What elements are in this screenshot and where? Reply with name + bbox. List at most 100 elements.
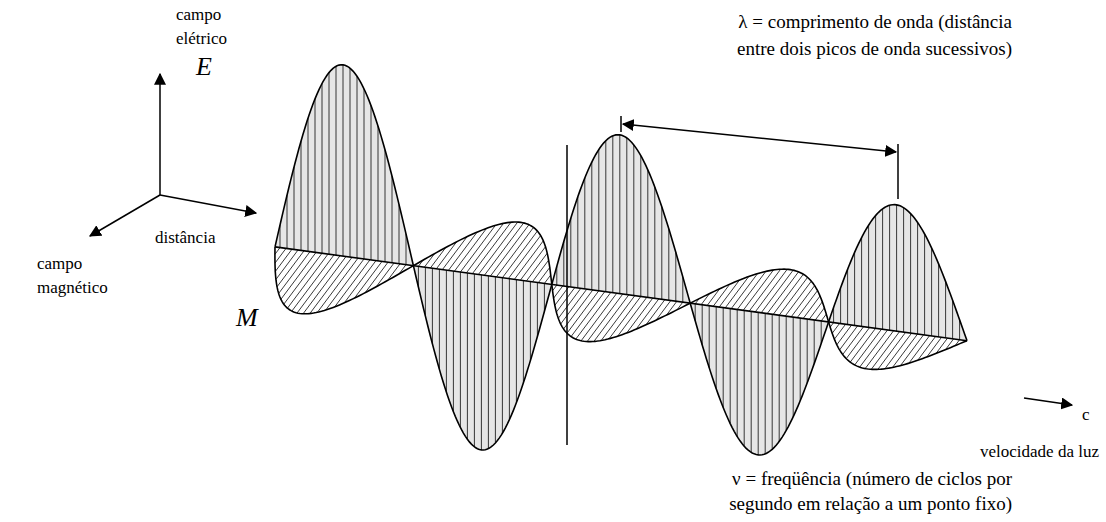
electric-hatch	[765, 313, 766, 454]
electric-curve	[413, 266, 551, 450]
electric-hatch	[460, 272, 461, 427]
electric-hatch	[800, 318, 801, 401]
electric-hatch	[385, 150, 386, 262]
wave-lobes	[275, 65, 967, 455]
electric-hatch	[661, 207, 662, 299]
wavelength-bracket	[623, 124, 896, 152]
electric-hatch	[350, 68, 351, 257]
electric-hatch	[786, 316, 787, 430]
magnetic-hatch	[544, 275, 550, 283]
magnetic-hatch	[834, 324, 845, 339]
electric-hatch	[467, 273, 468, 439]
magnetic-hatch	[508, 236, 540, 279]
electric-hatch	[315, 99, 316, 252]
electric-hatch	[294, 167, 295, 249]
magnetic-hatch	[601, 296, 635, 341]
magnetic-axis	[90, 195, 160, 236]
electric-hatch	[530, 282, 531, 361]
magnetic-hatch	[344, 261, 376, 303]
electric-hatch	[357, 76, 358, 258]
electric-hatch	[758, 312, 759, 455]
magnetic-hatch	[850, 328, 875, 362]
electric-hatch	[654, 187, 655, 298]
magnetic-hatch	[430, 248, 445, 268]
electric-hatch	[488, 276, 489, 449]
wavelength-note: λ = comprimento de onda (distância entre…	[735, 8, 1012, 62]
magnetic-hatch	[275, 248, 286, 263]
magnetic-hatch	[276, 250, 298, 279]
electric-hatch	[861, 238, 862, 327]
propagation-arrow	[1024, 398, 1072, 405]
electric-hatch	[495, 277, 496, 443]
wave-lobe	[413, 222, 551, 450]
magnetic-hatch	[561, 289, 587, 324]
magnetic-hatch	[365, 262, 388, 292]
electric-hatch	[439, 269, 440, 369]
electric-hatch	[896, 205, 897, 331]
distance-axis	[160, 195, 256, 213]
magnetic-hatch	[520, 247, 545, 280]
electric-hatch	[584, 178, 585, 289]
magnetic-hatch	[571, 292, 605, 337]
magnetic-hatch	[791, 286, 814, 317]
electric-hatch	[716, 307, 717, 389]
magnetic-hatch	[755, 269, 787, 312]
magnetic-hatch	[310, 257, 352, 313]
electric-hatch	[647, 170, 648, 298]
electric-hatch	[730, 309, 731, 424]
electric-hatch	[793, 317, 794, 417]
magnetic-hatch	[576, 292, 611, 339]
magnetic-hatch	[526, 253, 547, 281]
electric-hatch	[619, 135, 620, 294]
electric-hatch	[807, 319, 808, 383]
electric-hatch	[432, 268, 433, 344]
electric-hatch	[945, 281, 946, 337]
electric-hatch	[537, 282, 538, 336]
electric-hatch	[308, 118, 309, 251]
magnetic-hatch	[761, 270, 793, 313]
wave-lobe	[829, 205, 967, 370]
magnetic-hatch	[279, 252, 310, 294]
electric-hatch	[924, 234, 925, 335]
electric-hatch	[709, 306, 710, 368]
magnetic-hatch	[767, 272, 798, 314]
electric-hatch	[563, 242, 564, 286]
electric-hatch	[840, 288, 841, 324]
reference-line	[566, 145, 568, 445]
frequency-note: ν = freqüência (número de ciclos por seg…	[727, 466, 1012, 516]
electric-hatch	[399, 204, 400, 263]
electric-hatch	[847, 269, 848, 324]
magnetic-hatch	[317, 258, 358, 312]
electric-hatch	[875, 216, 876, 329]
electric-fill	[829, 205, 967, 341]
magnetic-hatch	[538, 267, 549, 282]
electric-hatch	[446, 270, 447, 392]
electric-curve	[829, 205, 967, 341]
magnetic-hatch	[901, 335, 924, 366]
magnetic-hatch	[292, 255, 334, 311]
magnetic-hatch	[281, 252, 316, 299]
electric-hatch	[903, 208, 904, 332]
electric-hatch	[917, 222, 918, 334]
magnetic-hatch	[581, 293, 617, 341]
magnetic-hatch	[532, 260, 548, 282]
magnetic-hatch	[832, 323, 839, 333]
magnetic-hatch	[502, 231, 537, 278]
electric-hatch	[633, 145, 634, 296]
magnetic-hatch	[567, 291, 599, 333]
electric-hatch	[938, 264, 939, 337]
magnetic-hatch	[609, 296, 641, 338]
electric-hatch	[509, 279, 510, 420]
magnetic-hatch	[837, 325, 852, 345]
electric-hatch	[737, 310, 738, 437]
magnetic-hatch	[442, 237, 467, 270]
magnetic-hatch	[809, 302, 822, 319]
bracket-tick	[897, 144, 899, 199]
electric-hatch	[364, 89, 365, 259]
wave-lobe	[690, 269, 828, 455]
electric-axis	[159, 74, 161, 195]
magnetic-hatch	[821, 314, 826, 321]
magnetic-hatch	[277, 251, 304, 287]
electric-hatch	[723, 308, 724, 408]
magnetic-hatch	[843, 327, 864, 355]
